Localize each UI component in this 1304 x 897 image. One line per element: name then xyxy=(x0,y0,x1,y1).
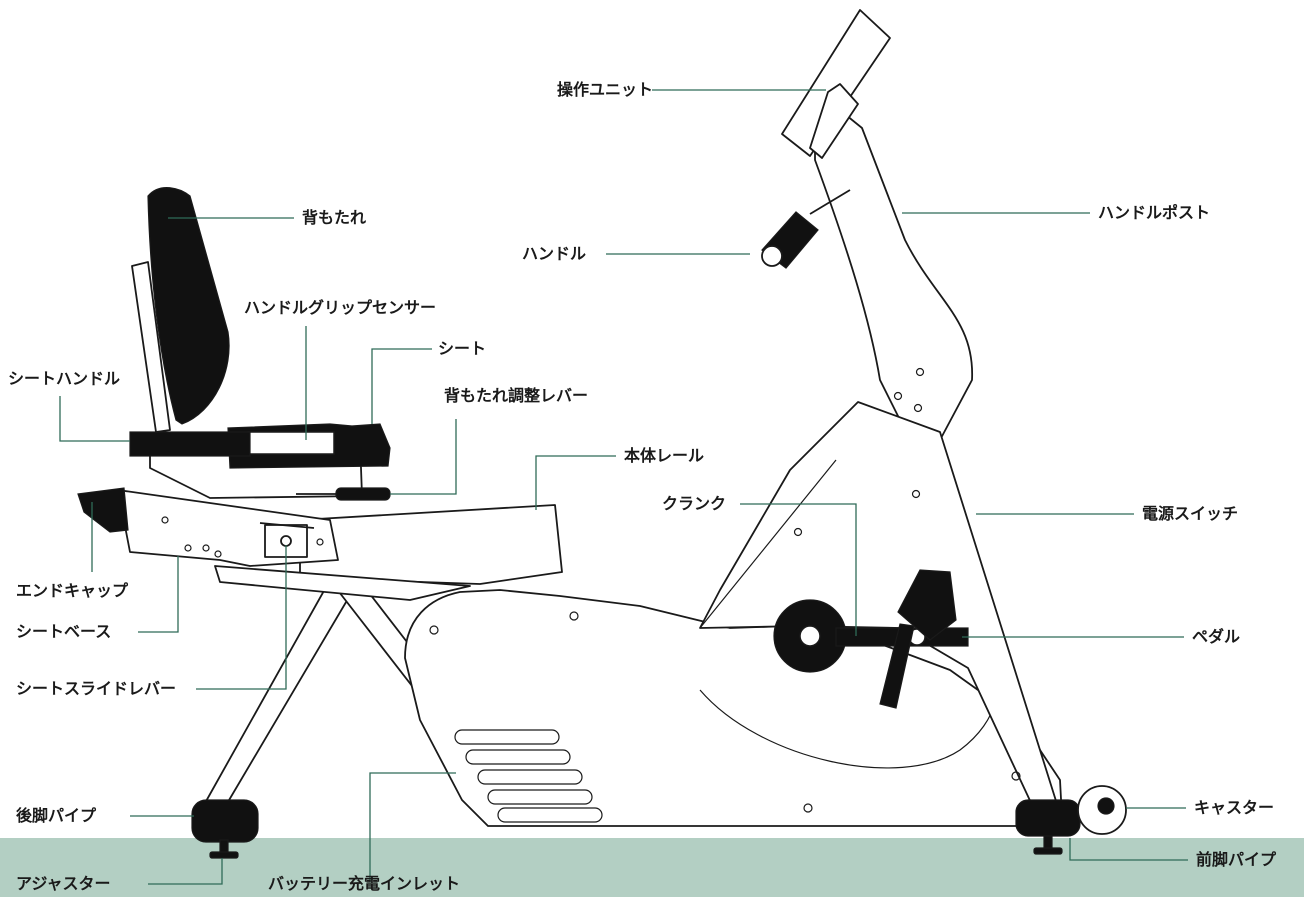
vent-slots xyxy=(454,729,603,823)
label-grip-sensor: ハンドルグリップセンサー xyxy=(244,298,437,317)
hole xyxy=(184,544,192,552)
vent-3 xyxy=(477,769,583,785)
label-handle-post: ハンドルポスト xyxy=(1098,203,1211,222)
operation-unit-shape xyxy=(781,9,891,159)
hole xyxy=(161,516,169,524)
label-seat: シート xyxy=(438,339,487,358)
tower-rib xyxy=(699,459,837,629)
front-adjuster-foot xyxy=(1033,847,1063,855)
hole xyxy=(793,527,803,537)
leader-seat xyxy=(371,348,432,424)
hole xyxy=(316,538,324,546)
handle-end xyxy=(761,245,783,267)
label-front-leg-pipe: 前脚パイプ xyxy=(1196,850,1277,869)
slide-lever-knob xyxy=(280,535,292,547)
hole xyxy=(915,367,925,377)
label-battery-inlet: バッテリー充電インレット xyxy=(268,874,461,893)
crank-assembly xyxy=(773,569,969,709)
label-body-rail: 本体レール xyxy=(624,446,705,465)
label-adjuster: アジャスター xyxy=(16,874,111,893)
label-power-switch: 電源スイッチ xyxy=(1142,504,1239,523)
body-rail-shape xyxy=(299,504,563,585)
front-adjuster-stem xyxy=(1043,835,1053,849)
rear-leg-left xyxy=(199,579,353,813)
hole xyxy=(803,803,813,813)
adjuster-foot xyxy=(209,851,239,859)
vent-2 xyxy=(465,749,571,765)
label-operation-unit: 操作ユニット xyxy=(557,80,654,99)
end-cap-shape xyxy=(77,487,129,533)
hole xyxy=(893,391,903,401)
label-end-cap: エンドキャップ xyxy=(16,581,129,600)
hole xyxy=(911,489,921,499)
hole xyxy=(214,550,222,558)
leader-battery-inlet xyxy=(369,772,456,882)
hole xyxy=(569,611,579,621)
leader-front-leg xyxy=(1069,838,1188,861)
crank-hub-center xyxy=(799,625,821,647)
handle-post xyxy=(814,89,973,441)
backrest-shape xyxy=(147,187,230,425)
leader-crank xyxy=(740,503,857,636)
label-seat-base: シートベース xyxy=(16,622,112,641)
leader-lines xyxy=(59,89,1188,885)
hole xyxy=(429,625,439,635)
hole xyxy=(202,544,210,552)
pedal-strap xyxy=(879,623,915,709)
vent-1 xyxy=(454,729,560,745)
label-backrest: 背もたれ xyxy=(302,208,367,227)
backrest-lever-grip xyxy=(335,487,391,501)
label-seat-handle: シートハンドル xyxy=(8,369,121,388)
pedal-body xyxy=(897,569,957,641)
label-handle: ハンドル xyxy=(522,244,587,263)
display-panel xyxy=(781,9,891,157)
backrest-frame xyxy=(131,261,171,433)
handle-shape xyxy=(761,189,851,269)
label-crank: クランク xyxy=(662,494,727,513)
leader-seat-handle xyxy=(59,396,130,442)
label-pedal: ペダル xyxy=(1192,627,1241,646)
hole xyxy=(1011,771,1021,781)
label-rear-leg-pipe: 後脚パイプ xyxy=(16,806,97,825)
leader-adjuster xyxy=(148,858,223,885)
handle-arm xyxy=(809,189,851,215)
leader-body-rail xyxy=(535,455,616,510)
adjuster-stem xyxy=(219,839,229,853)
vent-5 xyxy=(497,807,603,823)
display-bracket xyxy=(809,83,859,159)
leader-seat-base xyxy=(138,556,179,633)
hole xyxy=(913,403,923,413)
leader-slide-lever xyxy=(196,545,287,690)
seat-under-plate xyxy=(214,565,471,601)
vent-4 xyxy=(487,789,593,805)
floor-band xyxy=(0,838,1304,897)
caster-hub xyxy=(1097,797,1115,815)
leader-backrest-lever xyxy=(390,419,457,495)
label-caster: キャスター xyxy=(1194,798,1275,817)
slide-lever-bar xyxy=(259,522,315,529)
label-backrest-lever: 背もたれ調整レバー xyxy=(444,386,589,405)
label-seat-slide-lever: シートスライドレバー xyxy=(16,679,177,698)
rear-foot-pad xyxy=(191,799,259,843)
seat-handle-shape xyxy=(129,431,251,457)
screw-holes xyxy=(161,367,1021,813)
front-foot-pad xyxy=(1015,799,1081,837)
grip-sensor-band xyxy=(247,431,335,455)
